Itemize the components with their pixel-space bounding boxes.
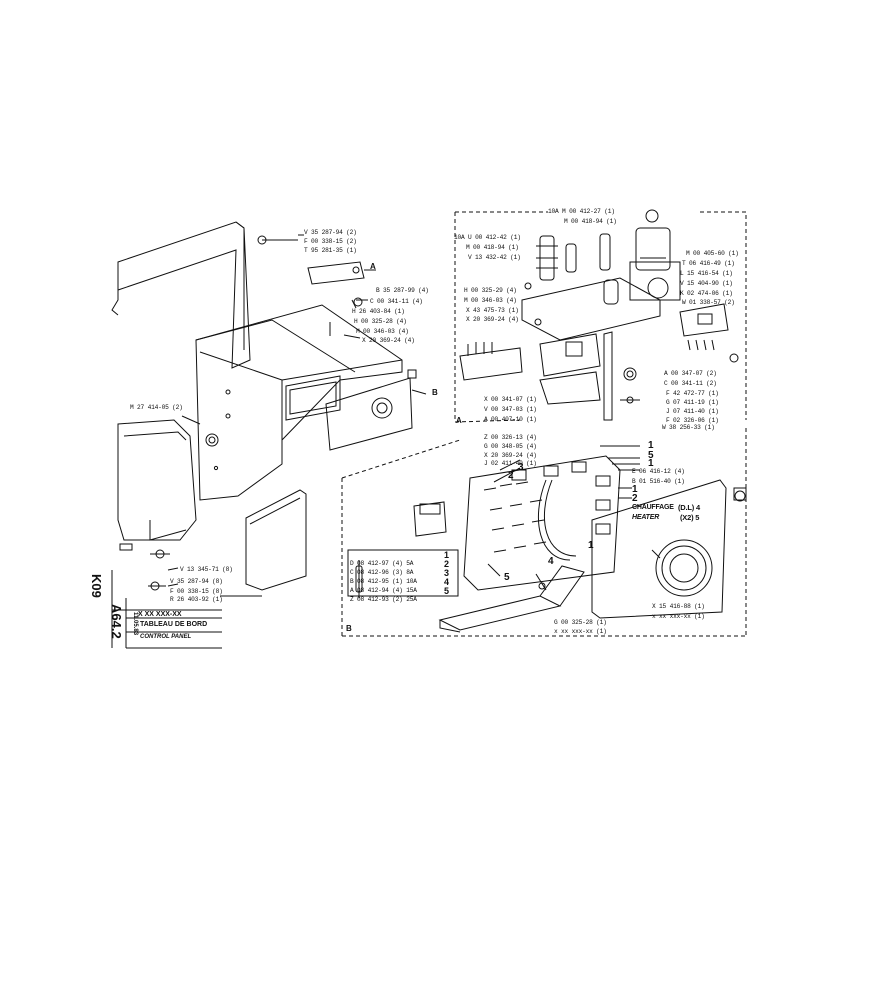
b-heater-fr: CHAUFFAGE <box>632 504 674 511</box>
sheet-ref: A64.2 <box>109 604 124 639</box>
a-left-mid-2: M 00 346-03 (4) <box>464 297 517 304</box>
fuse-num: 2 <box>444 559 450 569</box>
b-number-9: 2 <box>508 470 514 481</box>
a-right-3: L 15 416-54 (1) <box>680 270 733 277</box>
a-top-left-3: V 13 432-42 (1) <box>468 254 521 261</box>
marker-b-section: B <box>346 624 352 633</box>
a-right-2: T 06 416-49 (1) <box>682 260 735 267</box>
b-number-2: 5 <box>648 450 654 461</box>
callout-mid-6: X 20 369-24 (4) <box>362 337 415 344</box>
title-fr: TABLEAU DE BORD <box>140 621 207 628</box>
callout-mid-2: C 00 341-11 (4) <box>370 298 423 305</box>
fuse-row: C 08 412-96 (3) 8A 2 <box>350 559 449 579</box>
a-top-left-2: M 00 418-94 (1) <box>466 244 519 251</box>
b-top-left-2: G 00 348-05 (4) <box>484 443 537 450</box>
a-left-mid-3: X 43 475-73 (1) <box>466 307 519 314</box>
b-heater-en: HEATER <box>632 514 660 521</box>
b-right-upper-2: B 01 516-40 (1) <box>632 478 685 485</box>
b-bottom-center-2: x xx xxx-xx (1) <box>554 628 607 635</box>
a-bottom-left-2: V 00 347-03 (1) <box>484 406 537 413</box>
b-number-5: 2 <box>632 493 638 504</box>
b-top-left-4: J 02 411-40 (1) <box>484 460 537 467</box>
fuse-row: A 08 412-94 (4) 15A 4 <box>350 577 449 597</box>
fuse-text: C 08 412-96 (3) 8A <box>350 569 414 576</box>
callout-bottom-4: R 26 403-92 (1) <box>170 596 223 603</box>
sheet-code: K09 <box>89 574 104 598</box>
callout-mid-4: H 00 325-28 (4) <box>354 318 407 325</box>
callout-bottom-2: V 35 287-94 (8) <box>170 578 223 585</box>
a-right-1: M 00 405-60 (1) <box>686 250 739 257</box>
callout-top-2: F 00 338-15 (2) <box>304 238 357 245</box>
fuse-num: 1 <box>444 550 450 560</box>
b-heater-opt1: (D.L) 4 <box>678 503 700 512</box>
view-a-drawing <box>459 209 739 421</box>
view-a-frame <box>454 211 747 423</box>
fuse-row: D 08 412-97 (4) 5A 1 <box>350 550 449 570</box>
b-right-upper-1: E 06 416-12 (4) <box>632 468 685 475</box>
sheet-side-ref: A64.2 <box>109 604 124 654</box>
b-number-8: 5 <box>504 572 510 583</box>
title-code-text: X XX XXX-XX <box>138 611 182 618</box>
b-number-7: 4 <box>548 556 554 567</box>
a-bottom-right-1: A 00 347-07 (2) <box>664 370 717 377</box>
a-bottom-right-7: W 38 256-33 (1) <box>662 424 715 431</box>
b-number-10: 1 <box>588 540 594 551</box>
title-code: X XX XXX-XX <box>138 611 182 618</box>
a-bottom-right-6: F 02 326-06 (1) <box>666 417 719 424</box>
a-bottom-right-5: J 07 411-40 (1) <box>666 408 719 415</box>
b-right-lower-1: X 15 416-88 (1) <box>652 603 705 610</box>
fuse-row: Z 08 412-93 (2) 25A 5 <box>350 586 449 606</box>
fuse-text: Z 08 412-93 (2) 25A <box>350 596 417 603</box>
fuse-text: D 08 412-97 (4) 5A <box>350 560 414 567</box>
title-box-lines <box>111 549 459 649</box>
fuse-text: B 08 412-95 (1) 10A <box>350 578 417 585</box>
title-en: CONTROL PANEL <box>140 634 191 640</box>
a-right-5: K 02 474-06 (1) <box>680 290 733 297</box>
callout-left: M 27 414-05 (2) <box>130 404 183 411</box>
view-b-frame <box>341 428 747 637</box>
b-right-lower-2: x xx xxx-xx (1) <box>652 613 705 620</box>
b-top-left-1: Z 00 326-13 (4) <box>484 434 537 441</box>
b-number-1: 1 <box>648 440 654 451</box>
fuse-num: 4 <box>444 577 450 587</box>
fuse-num: 5 <box>444 586 450 596</box>
a-bottom-right-3: F 42 472-77 (1) <box>666 390 719 397</box>
view-b-drawing <box>355 445 747 633</box>
callout-bottom-1: V 13 345-71 (8) <box>180 566 233 573</box>
main-view-drawing <box>111 221 427 597</box>
a-bottom-left-1: X 00 341-07 (1) <box>484 396 537 403</box>
a-left-mid-4: X 20 369-24 (4) <box>466 316 519 323</box>
a-bottom-left-3: A 00 407-10 (1) <box>484 416 537 423</box>
marker-b-main: B <box>432 388 438 397</box>
b-number-3: 1 <box>648 458 654 469</box>
fuse-row: B 08 412-95 (1) 10A 3 <box>350 568 449 588</box>
callout-mid-3: H 26 403-84 (1) <box>352 308 405 315</box>
a-bottom-right-4: G 07 411-19 (1) <box>666 399 719 406</box>
fuse-text: A 08 412-94 (4) 15A <box>350 587 417 594</box>
title-en-text: CONTROL PANEL <box>140 634 192 640</box>
a-bottom-right-2: C 00 341-11 (2) <box>664 380 717 387</box>
callout-top-3: T 95 281-35 (1) <box>304 247 357 254</box>
b-number-6: 3 <box>518 462 524 473</box>
marker-a-main: A <box>370 262 376 271</box>
a-left-mid-1: H 00 325-29 (4) <box>464 287 517 294</box>
a-right-6: W 01 338-57 (2) <box>682 299 735 306</box>
b-number-4: 1 <box>632 484 638 495</box>
marker-a-section: A <box>456 416 462 425</box>
b-heater-opt2: (X2) 5 <box>680 513 700 522</box>
a-top-center-2: M 00 418-94 (1) <box>564 218 617 225</box>
b-bottom-center-1: G 00 325-28 (1) <box>554 619 607 626</box>
title-fr-text: TABLEAU DE BORD <box>140 621 208 628</box>
callout-mid-1: B 35 287-99 (4) <box>376 287 429 294</box>
sheet-side-code: K09 <box>89 574 104 614</box>
fuse-num: 3 <box>444 568 450 578</box>
a-right-4: V 15 404-90 (1) <box>680 280 733 287</box>
b-top-left-3: X 20 369-24 (4) <box>484 452 537 459</box>
callout-mid-5: M 00 346-03 (4) <box>356 328 409 335</box>
callout-top-1: V 35 287-94 (2) <box>304 229 357 236</box>
a-top-left-1: 10A U 00 412-42 (1) <box>454 234 521 241</box>
callout-bottom-3: F 00 338-15 (8) <box>170 588 223 595</box>
a-top-center-1: 10A M 00 412-27 (1) <box>548 208 615 215</box>
